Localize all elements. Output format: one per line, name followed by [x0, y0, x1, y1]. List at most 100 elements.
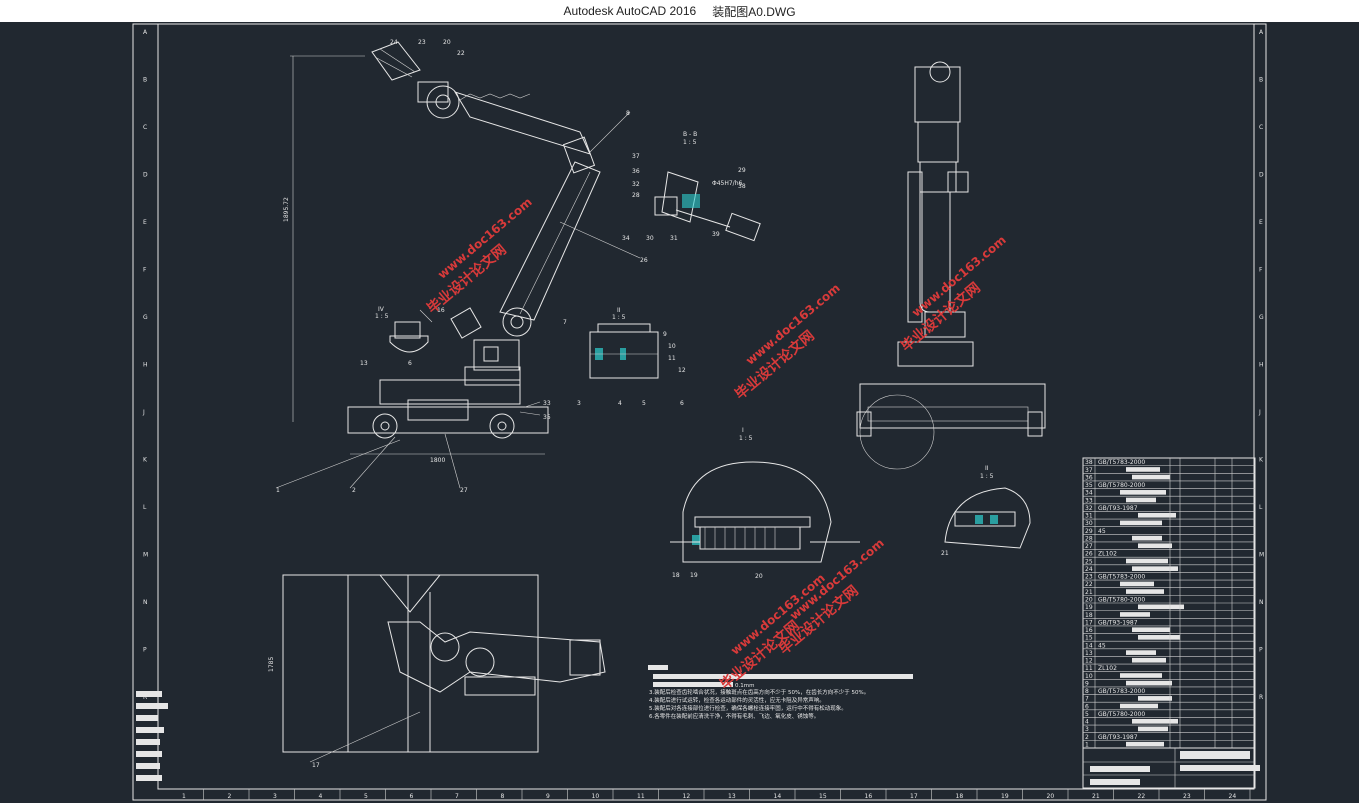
bom-row-number: 9 — [1085, 680, 1089, 687]
col-marker-20: 20 — [1047, 793, 1055, 800]
main-label-22: 22 — [457, 50, 465, 57]
bom-row-number: 4 — [1085, 719, 1089, 726]
bom-row-name — [1138, 543, 1172, 549]
bom-row-code: ZL102 — [1098, 551, 1117, 558]
bom-row-name — [1126, 497, 1156, 503]
note-line-4: 4.装配后进行试运转，检查各运动部件的灵活性，应无卡阻及异常声响。 — [649, 696, 825, 704]
section-ii-label-10: 10 — [668, 343, 676, 350]
section-ii-label-3: 3 — [577, 400, 581, 407]
row-marker-right-d: D — [1259, 172, 1264, 179]
detail-i-label-19: 19 — [690, 572, 698, 579]
detail-i-title: I — [742, 427, 744, 434]
bom-row-number: 23 — [1085, 574, 1093, 581]
bom-row-code: GB/T5780-2000 — [1098, 597, 1145, 604]
bom-row-number: 17 — [1085, 619, 1093, 626]
side-view[interactable] — [856, 61, 1046, 470]
row-marker-right-e: E — [1259, 219, 1263, 226]
bom-row-number: 20 — [1085, 597, 1093, 604]
col-marker-16: 16 — [865, 793, 873, 800]
bom-row-number: 1 — [1085, 742, 1089, 749]
bom-row-code: GB/T5780-2000 — [1098, 482, 1145, 489]
col-marker-11: 11 — [637, 793, 645, 800]
row-marker-right-k: K — [1259, 457, 1264, 464]
section-ii-label-4: 4 — [618, 400, 622, 407]
section-ii-label-11: 11 — [668, 355, 676, 362]
row-marker-right-c: C — [1259, 124, 1263, 131]
bom-row-code: 45 — [1098, 642, 1106, 649]
bom-row-name — [1120, 490, 1166, 495]
top-view[interactable]: 1785 17 — [268, 574, 606, 769]
bom-row-number: 36 — [1085, 474, 1093, 481]
col-marker-1: 1 — [182, 793, 186, 800]
bom-row-number: 18 — [1085, 612, 1093, 619]
bom-row-number: 12 — [1085, 658, 1093, 665]
row-marker-right-l: L — [1259, 504, 1263, 511]
row-marker-c: C — [143, 124, 147, 131]
bom-row-code: GB/T5783-2000 — [1098, 688, 1145, 695]
col-marker-7: 7 — [455, 793, 459, 800]
bom-row-name — [1126, 650, 1156, 655]
bom-row-name — [1132, 718, 1178, 724]
bom-row-name — [1138, 604, 1184, 610]
col-marker-14: 14 — [774, 793, 782, 800]
bom-row-name — [1138, 512, 1176, 518]
bom-row-number: 8 — [1085, 688, 1089, 695]
detail-ii-title: II — [985, 465, 989, 472]
col-marker-12: 12 — [683, 793, 691, 800]
bom-row-name — [1132, 657, 1166, 663]
main-label-27: 27 — [460, 487, 468, 494]
main-label-23: 23 — [418, 39, 426, 46]
fit-label: Φ45H7/h6 — [712, 180, 743, 187]
section-b-scale: 1 : 5 — [683, 139, 697, 146]
row-marker-right-m: M — [1259, 552, 1264, 559]
bom-row-number: 11 — [1085, 665, 1093, 672]
col-marker-5: 5 — [364, 793, 368, 800]
bom-row-number: 30 — [1085, 520, 1093, 527]
watermarks: 毕业设计论文网www.doc163.com毕业设计论文网www.doc163.c… — [424, 195, 1009, 693]
section-ii-label-6: 6 — [680, 400, 684, 407]
section-b-label-37: 37 — [632, 153, 640, 160]
bom-row-number: 3 — [1085, 726, 1089, 733]
row-marker-m: M — [143, 552, 148, 559]
detail-i-scale: 1 : 5 — [739, 435, 753, 442]
top-view-dim: 1785 — [268, 657, 275, 672]
section-b-label-39: 39 — [712, 231, 720, 238]
row-marker-g: G — [143, 314, 148, 321]
detail-ii-label-21: 21 — [941, 550, 949, 557]
section-b-label-28: 28 — [632, 192, 640, 199]
col-marker-8: 8 — [501, 793, 505, 800]
left-margin-labels — [136, 691, 168, 781]
col-marker-22: 22 — [1138, 793, 1146, 800]
note-line-6: 6.各零件在装配前应清洗干净，不得有毛刺、飞边、氧化皮、锈蚀等。 — [649, 712, 819, 720]
section-b-label-29: 29 — [738, 167, 746, 174]
top-view-labels: 17 — [312, 762, 320, 769]
row-marker-j: J — [142, 409, 145, 416]
row-marker-h: H — [143, 362, 148, 369]
detail-ii[interactable]: II 1 : 5 21 — [941, 465, 1031, 557]
bom-row-number: 35 — [1085, 482, 1093, 489]
dim-height: 1895.72 — [283, 197, 290, 222]
bom-row-number: 31 — [1085, 513, 1093, 520]
col-marker-4: 4 — [319, 793, 323, 800]
note-line-5: 5.装配后对各连接部位进行检查，确保各螺栓连接牢固，运行中不得有松动现象。 — [649, 704, 847, 712]
bom-row-name — [1138, 635, 1180, 640]
bom-row-code: GB/T5783-2000 — [1098, 574, 1145, 581]
bom-row-name — [1120, 612, 1150, 617]
bom-row-number: 16 — [1085, 627, 1093, 634]
col-marker-10: 10 — [592, 793, 600, 800]
row-marker-right-h: H — [1259, 362, 1264, 369]
bom-row-name — [1138, 726, 1168, 732]
bom-row-number: 28 — [1085, 535, 1093, 542]
note-line-3: 3.装配后检查齿轮啮合状况，接触斑点在齿高方向不少于 50%，在齿长方向不少于 … — [649, 688, 869, 696]
row-marker-k: K — [143, 457, 148, 464]
section-ii-label-12: 12 — [678, 367, 686, 374]
main-view[interactable]: 1895.72 1800 IV 1 : 5 — [275, 39, 648, 494]
bom-row-number: 34 — [1085, 490, 1093, 497]
row-marker-right-b: B — [1259, 77, 1263, 84]
